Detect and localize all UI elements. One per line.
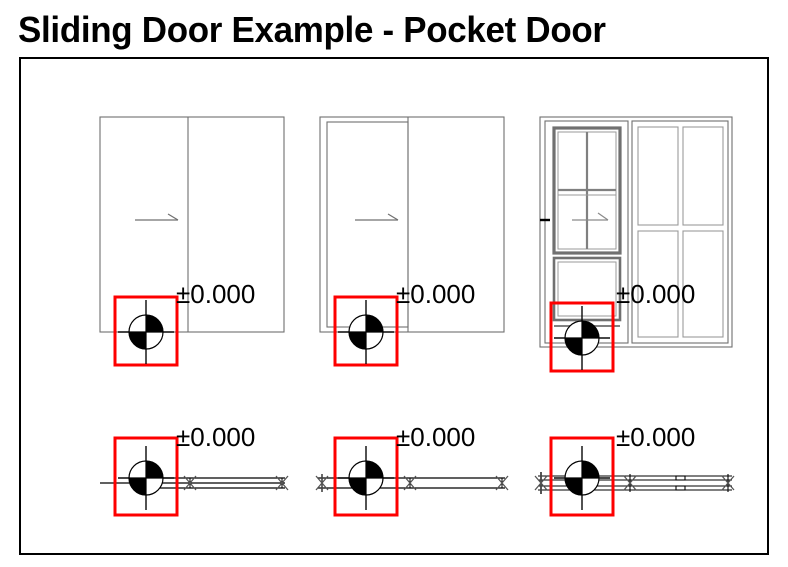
plan-1-level-label: ±0.000 [176, 422, 256, 452]
elevation-1-level-label: ±0.000 [176, 279, 256, 309]
elevation-2-level-label: ±0.000 [396, 279, 476, 309]
elevation-3-level-label: ±0.000 [616, 279, 696, 309]
plan-3-level-label: ±0.000 [616, 422, 696, 452]
plan-2-level-label: ±0.000 [396, 422, 476, 452]
page-title: Sliding Door Example - Pocket Door [18, 9, 606, 50]
